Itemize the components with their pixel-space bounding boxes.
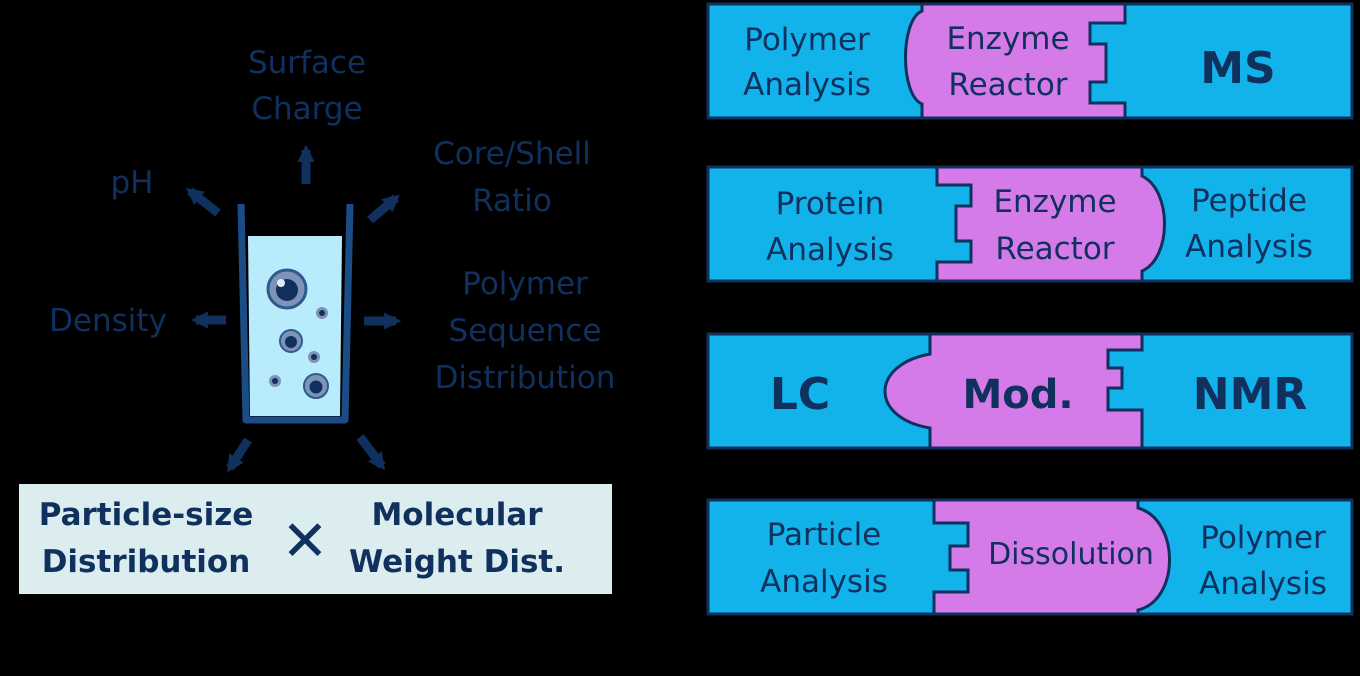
panel-weight-dist: Weight Dist. [349,544,565,580]
row-4-right-line2: Analysis [1199,566,1327,602]
distribution-panel: Particle-size Distribution Molecular Wei… [19,484,612,594]
cross-icon: ✕ [282,509,329,574]
panel-distribution: Distribution [42,544,251,580]
row-1-right: MS [1200,43,1275,94]
row-1: Polymer Analysis Enzyme Reactor MS [706,2,1354,120]
arrow-downleft-icon [226,437,252,473]
beaker-glass [237,203,354,424]
row-2-right-line1: Peptide [1191,183,1307,219]
row-2: Protein Analysis Enzyme Reactor Peptide … [706,165,1354,283]
arrow-downright-icon [356,434,386,471]
label-core-shell: Core/Shell [433,136,591,172]
panel-background [19,484,612,594]
label-ph: pH [111,165,154,201]
row-2-mid-line1: Enzyme [993,184,1116,220]
arrow-upleft-icon [185,187,221,217]
label-sequence: Sequence [449,313,602,349]
row-4: Particle Analysis Dissolution Polymer An… [706,498,1354,616]
row-4-left-line2: Analysis [760,564,888,600]
property-arrows [185,144,402,473]
panel-particle-size: Particle-size [39,497,254,533]
particle-large [266,268,308,310]
particle-small [316,307,328,319]
row-2-left-line2: Analysis [766,232,894,268]
particle-small-3 [269,375,281,387]
row-2-magenta [935,165,1166,283]
row-1-left-line2: Analysis [743,67,871,103]
label-charge: Charge [251,91,362,127]
row-1-mid-line1: Enzyme [946,21,1069,57]
beaker [237,203,354,424]
row-4-left-line1: Particle [767,517,882,553]
row-2-left-line1: Protein [776,186,885,222]
label-polymer: Polymer [462,266,588,302]
row-4-magenta [932,498,1171,616]
row-3-left: LC [770,369,830,420]
particle-small-2 [308,351,320,363]
row-1-magenta [904,2,1127,120]
arrow-upright-icon [367,194,400,224]
particle-medium [279,329,303,353]
property-labels: Surface Charge pH Core/Shell Ratio Densi… [49,45,615,396]
row-4-mid: Dissolution [988,537,1154,572]
particle-medium-2 [303,373,329,399]
panel-molecular: Molecular [371,497,543,533]
puzzle-rows: Polymer Analysis Enzyme Reactor MS Prote… [706,2,1354,616]
row-3: LC Mod. NMR [706,332,1354,450]
row-2-right-line2: Analysis [1185,229,1313,265]
row-1-left-line1: Polymer [744,22,870,58]
row-4-right-line1: Polymer [1200,520,1326,556]
row-3-mid: Mod. [962,372,1073,418]
label-density: Density [49,303,167,339]
row-3-right: NMR [1193,369,1308,420]
label-surface: Surface [248,45,366,81]
label-distribution: Distribution [435,360,616,396]
row-3-magenta [883,332,1144,450]
row-2-mid-line2: Reactor [995,231,1114,267]
label-ratio: Ratio [472,183,552,219]
row-1-mid-line2: Reactor [948,67,1067,103]
